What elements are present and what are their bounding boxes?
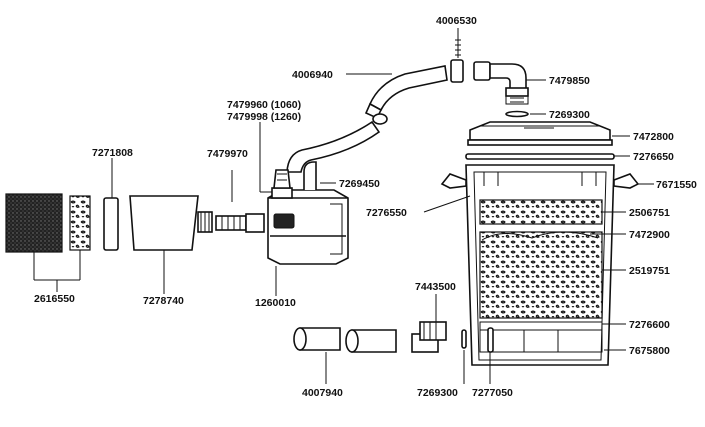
label-7276600: 7276600: [629, 319, 670, 331]
o-ring-top: [505, 110, 529, 118]
leader-lines: [33, 28, 654, 384]
clip-left: [440, 173, 467, 189]
elbow-7479850: [473, 61, 529, 105]
label-1260010: 1260010: [255, 297, 296, 309]
label-2519751: 2519751: [629, 265, 670, 277]
label-4006940: 4006940: [292, 69, 333, 81]
label-7269450: 7269450: [339, 178, 380, 190]
label-2506751: 2506751: [629, 207, 670, 219]
adapter-7479970: [215, 170, 265, 233]
canister-lid: [467, 121, 613, 146]
hose-4006940: [286, 65, 448, 173]
pump-1260010: [267, 161, 349, 265]
label-7479850: 7479850: [549, 75, 590, 87]
label-7276550: 7276550: [366, 207, 407, 219]
label-7479970: 7479970: [207, 148, 248, 160]
prefilter-7278740: [129, 195, 213, 251]
label-7479960: 7479960 (1060): [227, 99, 301, 111]
fitting-4006530: [450, 34, 464, 83]
label-7472900: 7472900: [629, 229, 670, 241]
label-7472800: 7472800: [633, 131, 674, 143]
label-7443500: 7443500: [415, 281, 456, 293]
label-7675800: 7675800: [629, 345, 670, 357]
clip-right: [613, 173, 640, 189]
label-7276650: 7276650: [633, 151, 674, 163]
label-7479998: 7479998 (1260): [227, 111, 301, 123]
label-7671550: 7671550: [656, 179, 697, 191]
label-4006530: 4006530: [436, 15, 477, 27]
label-7277050: 7277050: [472, 387, 513, 399]
part-labels: 4006530 4006940 7479850 7479960 (1060) 7…: [34, 15, 697, 399]
label-2616550: 2616550: [34, 293, 75, 305]
o-ring-bottom: [461, 329, 467, 349]
sponge-fine: [69, 195, 91, 251]
connector-7443500: [411, 321, 447, 353]
frame-7271808: [103, 197, 119, 251]
label-7269300-bottom: 7269300: [417, 387, 458, 399]
label-4007940: 4007940: [302, 387, 343, 399]
label-7278740: 7278740: [143, 295, 184, 307]
canister-body: [440, 164, 640, 366]
hose-4007940: [293, 327, 397, 353]
lid-seal-7276650: [465, 153, 615, 160]
label-7271808: 7271808: [92, 147, 133, 159]
sponge-coarse: [5, 193, 63, 253]
label-7269300-top: 7269300: [549, 109, 590, 121]
